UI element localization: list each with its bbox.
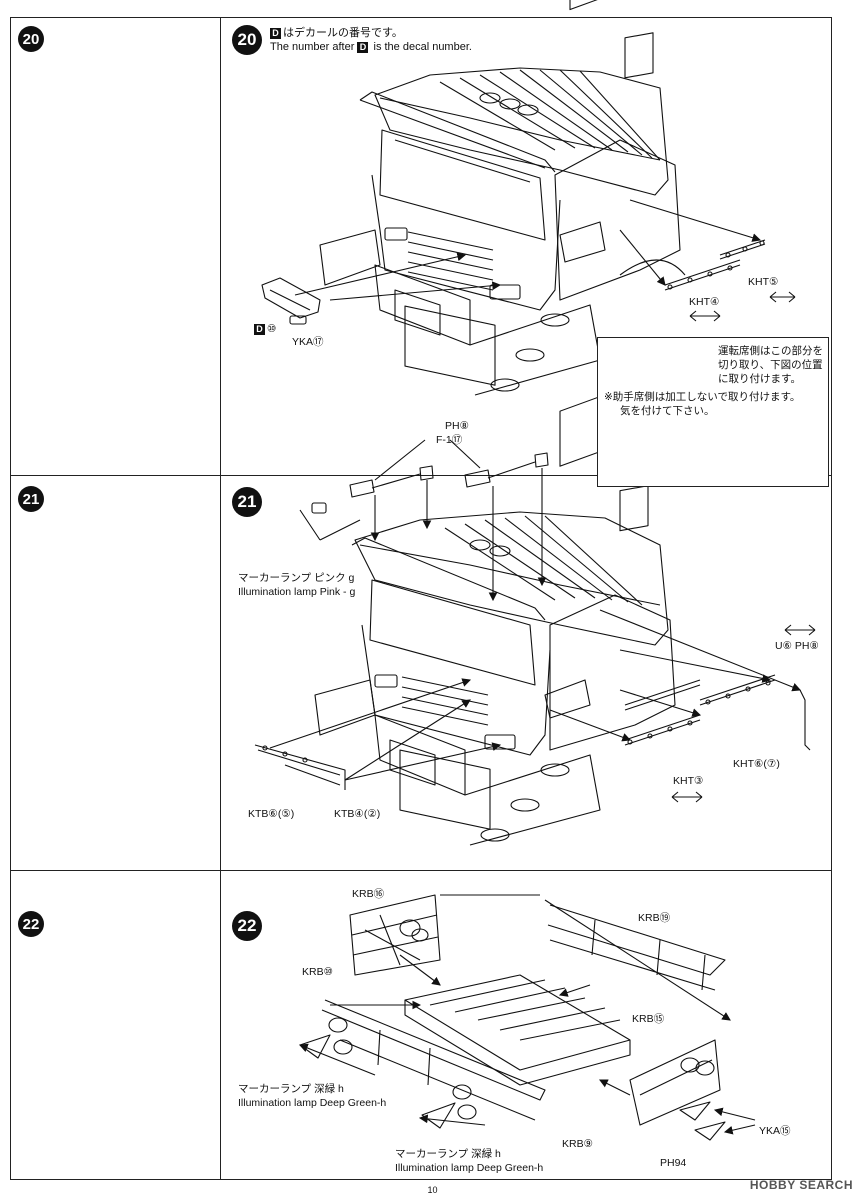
label-yka15: YKA⑮	[759, 1125, 791, 1137]
label-krb10: KRB⑩	[302, 966, 334, 978]
callout-box: 運転席側はこの部分を 切り取り、下図の位置 に取り付けます。 ※助手席側は加工し…	[597, 337, 829, 487]
step-badge-22: 22	[232, 911, 262, 941]
label-krb19: KRB⑲	[638, 912, 671, 924]
step20-cab-drawing	[261, 0, 766, 396]
label-kht4: KHT④	[689, 296, 720, 308]
label-marker-pink-en: Illumination lamp Pink - g	[238, 586, 356, 598]
step21-cab-drawing	[254, 394, 811, 846]
label-u6-ph8: U⑥ PH⑧	[775, 640, 819, 652]
callout-line-1: 運転席側はこの部分を	[718, 345, 823, 357]
instruction-frame	[10, 17, 832, 1180]
column-divider	[220, 17, 221, 1180]
label-marker-green-1-jp: マーカーランプ 深緑 h	[238, 1083, 344, 1095]
step-badge-20: 20	[232, 25, 262, 55]
step21-direction-arrows	[671, 624, 816, 803]
callout-line-4: ※助手席側は加工しないで取り付けます。	[604, 391, 801, 403]
step22-rack-drawing	[298, 894, 756, 1141]
label-kht5: KHT⑤	[748, 276, 779, 288]
label-ktb4: KTB④(②)	[334, 808, 381, 820]
step-badge-left-21: 21	[18, 486, 44, 512]
decal-mark-icon-2: D	[357, 42, 369, 53]
label-krb16: KRB⑯	[352, 888, 385, 900]
decal-note-en: The number after	[270, 41, 355, 53]
decal-mark-icon: D	[270, 28, 281, 39]
page-number: 10	[427, 1185, 438, 1195]
label-ph8: PH⑧	[445, 420, 469, 432]
callout-line-5: 気を付けて下さい。	[620, 405, 715, 417]
label-yka17: YKA⑰	[292, 336, 324, 348]
label-marker-green-1-en: Illumination lamp Deep Green-h	[238, 1097, 387, 1109]
decal-mark-icon-3: D	[254, 324, 265, 335]
label-kht6: KHT⑥(⑦)	[733, 758, 780, 770]
label-krb15: KRB⑮	[632, 1013, 665, 1025]
callout-line-2: 切り取り、下図の位置	[718, 359, 823, 371]
label-kht3: KHT③	[673, 775, 704, 787]
row-divider-2	[10, 870, 832, 871]
decal-note-en-tail: is the decal number.	[373, 41, 472, 53]
kht-direction-arrows	[689, 291, 796, 322]
step-badge-left-22: 22	[18, 911, 44, 937]
label-krb9: KRB⑨	[562, 1138, 594, 1150]
watermark-logo: HOBBY SEARCH	[749, 1178, 853, 1192]
label-marker-green-2-en: Illumination lamp Deep Green-h	[395, 1162, 544, 1174]
decal-note-jp: はデカールの番号です。	[283, 27, 403, 39]
label-marker-pink-jp: マーカーランプ ピンク g	[238, 572, 355, 584]
label-ktb6: KTB⑥(⑤)	[248, 808, 295, 820]
step-badge-left-20: 20	[18, 26, 44, 52]
callout-line-3: に取り付けます。	[718, 373, 801, 385]
step-badge-21: 21	[232, 487, 262, 517]
label-f1-17: F-1⑰	[436, 434, 463, 446]
label-ph94: PH94	[660, 1157, 687, 1169]
label-marker-green-2-jp: マーカーランプ 深緑 h	[395, 1148, 501, 1160]
